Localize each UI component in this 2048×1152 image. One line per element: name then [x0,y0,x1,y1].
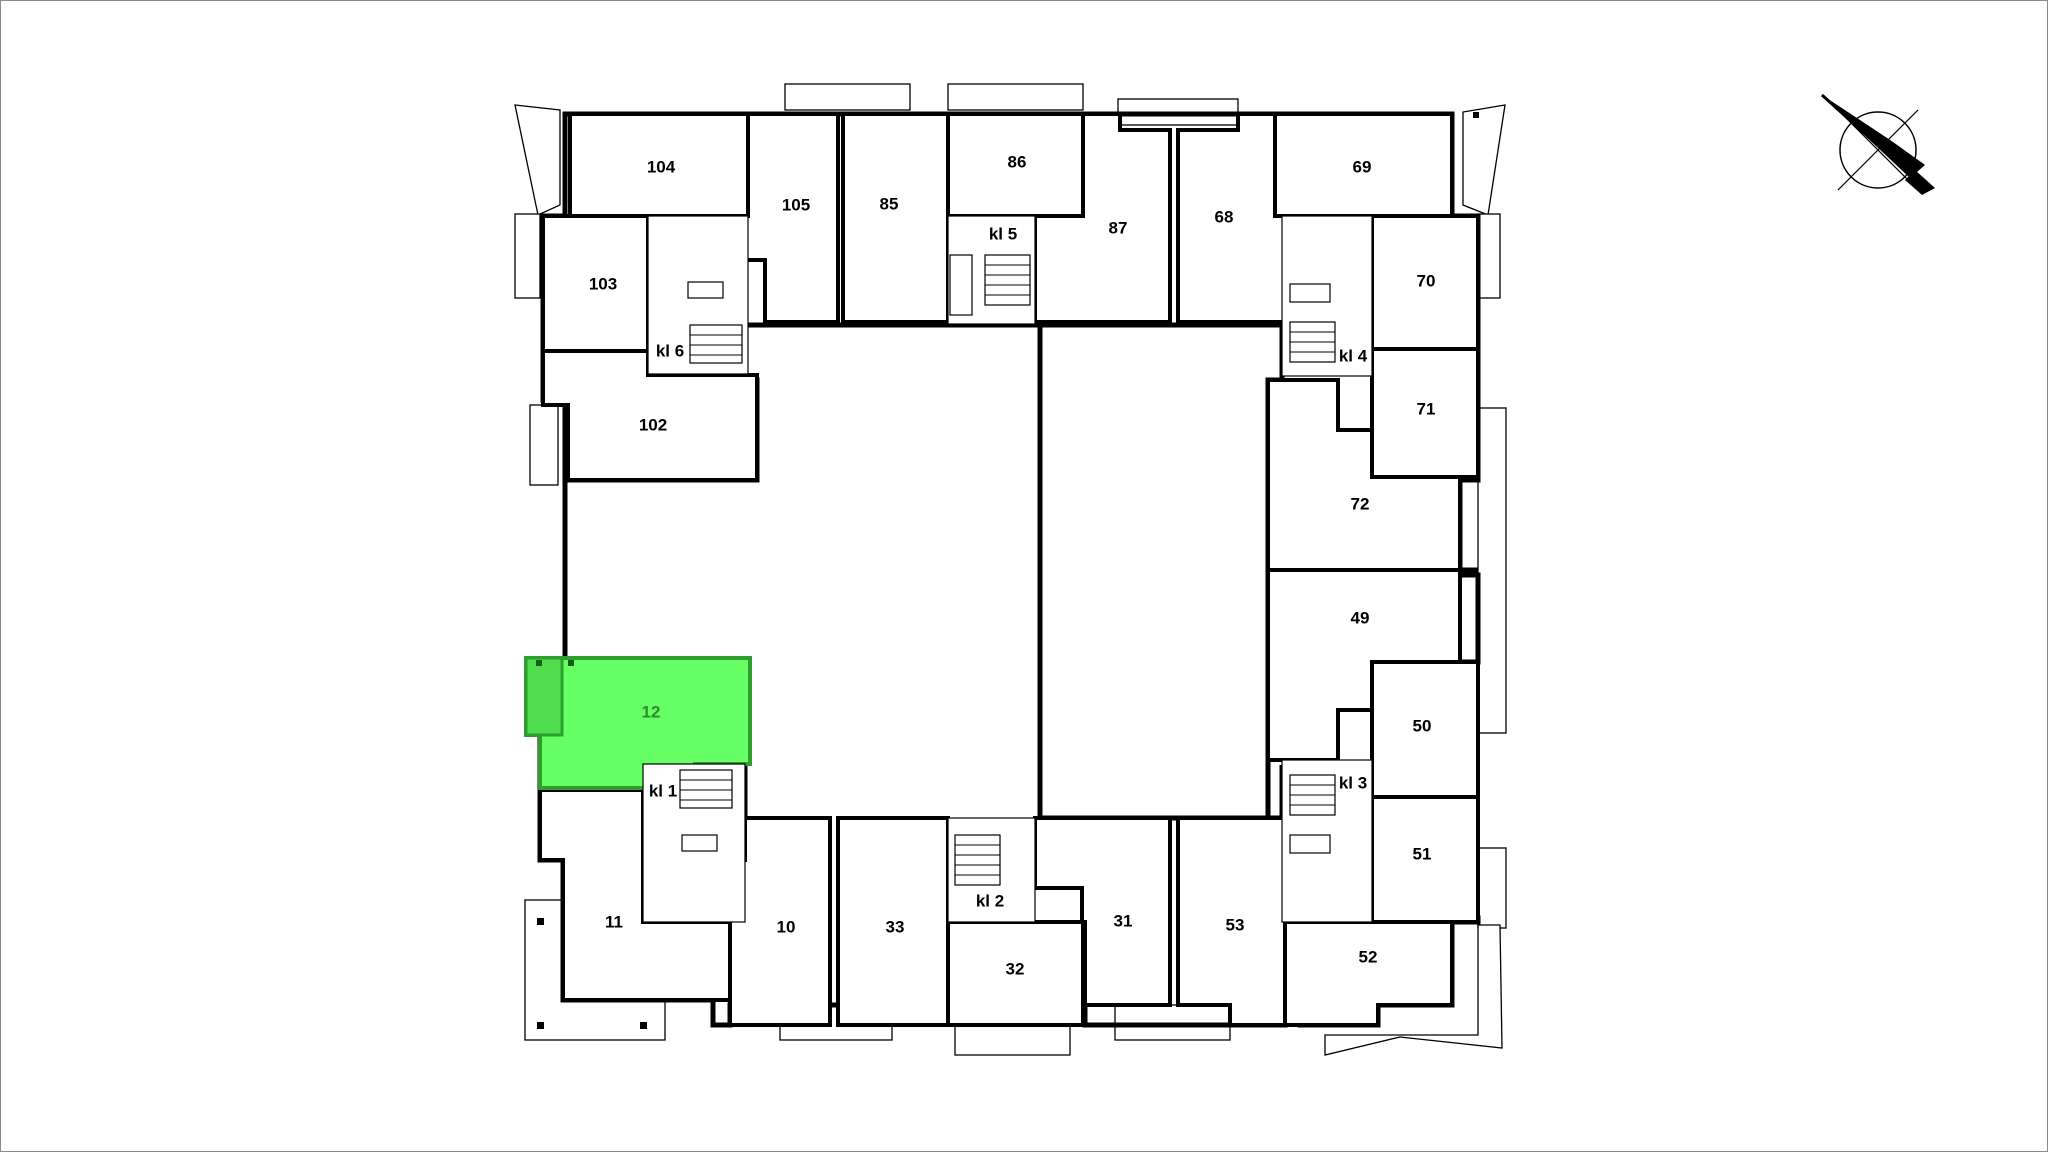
staircase-labels: kl 1 kl 2 kl 3 kl 4 kl 5 kl 6 [649,224,1368,910]
unit-label-70: 70 [1417,271,1436,290]
staircases [642,215,1373,923]
unit-label-72: 72 [1351,494,1370,513]
unit-label-31: 31 [1114,911,1133,930]
unit-label-51: 51 [1413,844,1432,863]
staircase-kl2 [947,817,1036,923]
unit-labels: 104 105 85 86 87 68 69 103 102 70 71 72 … [589,152,1436,978]
unit-label-105: 105 [782,195,810,214]
balconies [514,83,1507,1056]
unit-51[interactable] [1370,795,1480,924]
staircase-label-kl2: kl 2 [976,891,1004,910]
markers [537,112,1479,1029]
north-arrow-icon [1820,93,1935,195]
unit-label-102: 102 [639,415,667,434]
staircase-kl1 [642,763,746,923]
unit-32[interactable] [946,920,1085,1027]
unit-label-103: 103 [589,274,617,293]
unit-71[interactable] [1370,347,1480,479]
corner-marker [568,660,574,666]
unit-label-86: 86 [1008,152,1027,171]
staircase-kl4 [1281,215,1373,377]
staircase-label-kl3: kl 3 [1339,773,1367,792]
unit-label-12: 12 [642,702,661,721]
unit-label-52: 52 [1359,947,1378,966]
unit-label-11: 11 [605,912,623,931]
unit-label-69: 69 [1353,157,1372,176]
staircase-label-kl1: kl 1 [649,781,677,800]
unit-50[interactable] [1370,660,1480,799]
unit-70[interactable] [1370,214,1480,351]
staircase-label-kl5: kl 5 [989,224,1017,243]
unit-label-104: 104 [647,157,676,176]
unit-label-49: 49 [1351,608,1370,627]
unit-label-50: 50 [1413,716,1432,735]
unit-label-68: 68 [1215,207,1234,226]
unit-87[interactable] [1033,112,1172,324]
unit-85[interactable] [841,112,950,324]
staircase-kl3 [1281,759,1373,923]
staircase-label-kl6: kl 6 [656,341,684,360]
staircase-kl5 [947,215,1036,325]
unit-label-32: 32 [1006,959,1025,978]
unit-86[interactable] [946,112,1085,218]
staircase-kl6 [647,215,749,375]
unit-label-71: 71 [1417,399,1436,418]
unit-label-87: 87 [1109,218,1128,237]
staircase-label-kl4: kl 4 [1339,346,1368,365]
unit-label-10: 10 [777,917,796,936]
unit-label-53: 53 [1226,915,1245,934]
corner-marker [536,660,542,666]
unit-label-85: 85 [880,194,899,213]
unit-12-terrace [524,656,564,737]
unit-label-33: 33 [886,917,905,936]
